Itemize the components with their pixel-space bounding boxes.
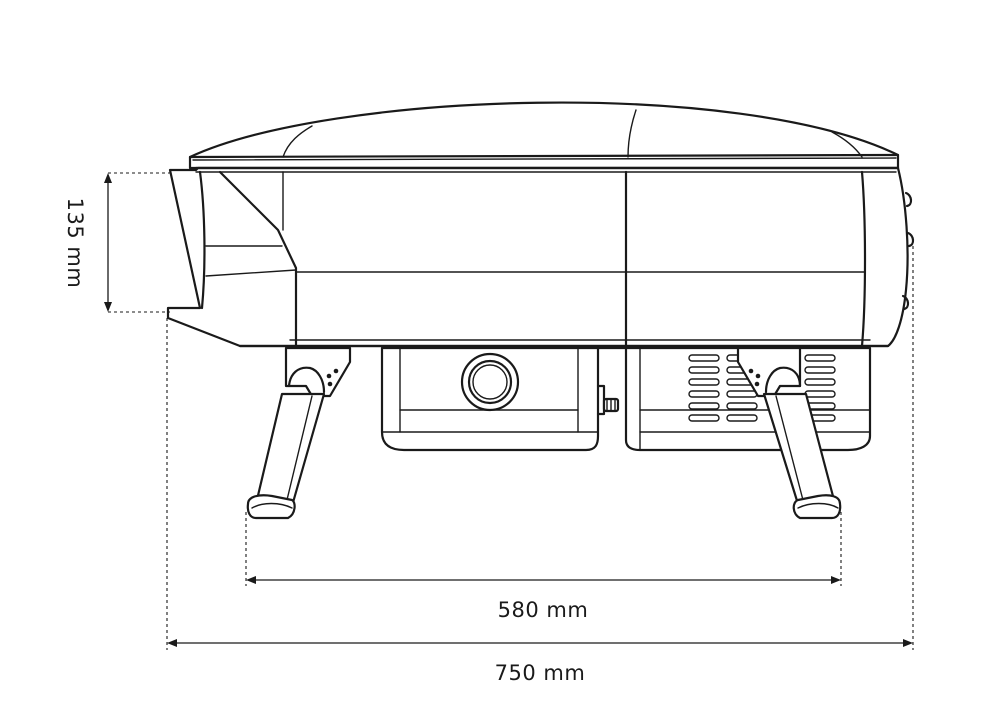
leg-span-arrow-left	[246, 576, 256, 584]
height-arrow-bottom	[104, 302, 112, 312]
oven-body	[166, 166, 915, 348]
gas-burner-housing	[380, 346, 620, 452]
height-dimension: 135 mm	[63, 172, 170, 313]
overall-width-label: 750 mm	[495, 661, 586, 685]
leg-span-label: 580 mm	[498, 598, 589, 622]
overall-width-arrow-left	[167, 639, 177, 647]
height-arrow-top	[104, 173, 112, 183]
right-leg	[736, 346, 842, 520]
height-label: 135 mm	[63, 198, 87, 289]
vented-housing	[596, 346, 872, 452]
leg-span-dimension: 580 mm	[245, 512, 842, 622]
left-leg	[246, 346, 352, 520]
leg-span-arrow-right	[831, 576, 841, 584]
overall-width-dimension: 750 mm	[166, 240, 914, 685]
overall-width-arrow-right	[903, 639, 913, 647]
oven-lid	[188, 101, 900, 170]
